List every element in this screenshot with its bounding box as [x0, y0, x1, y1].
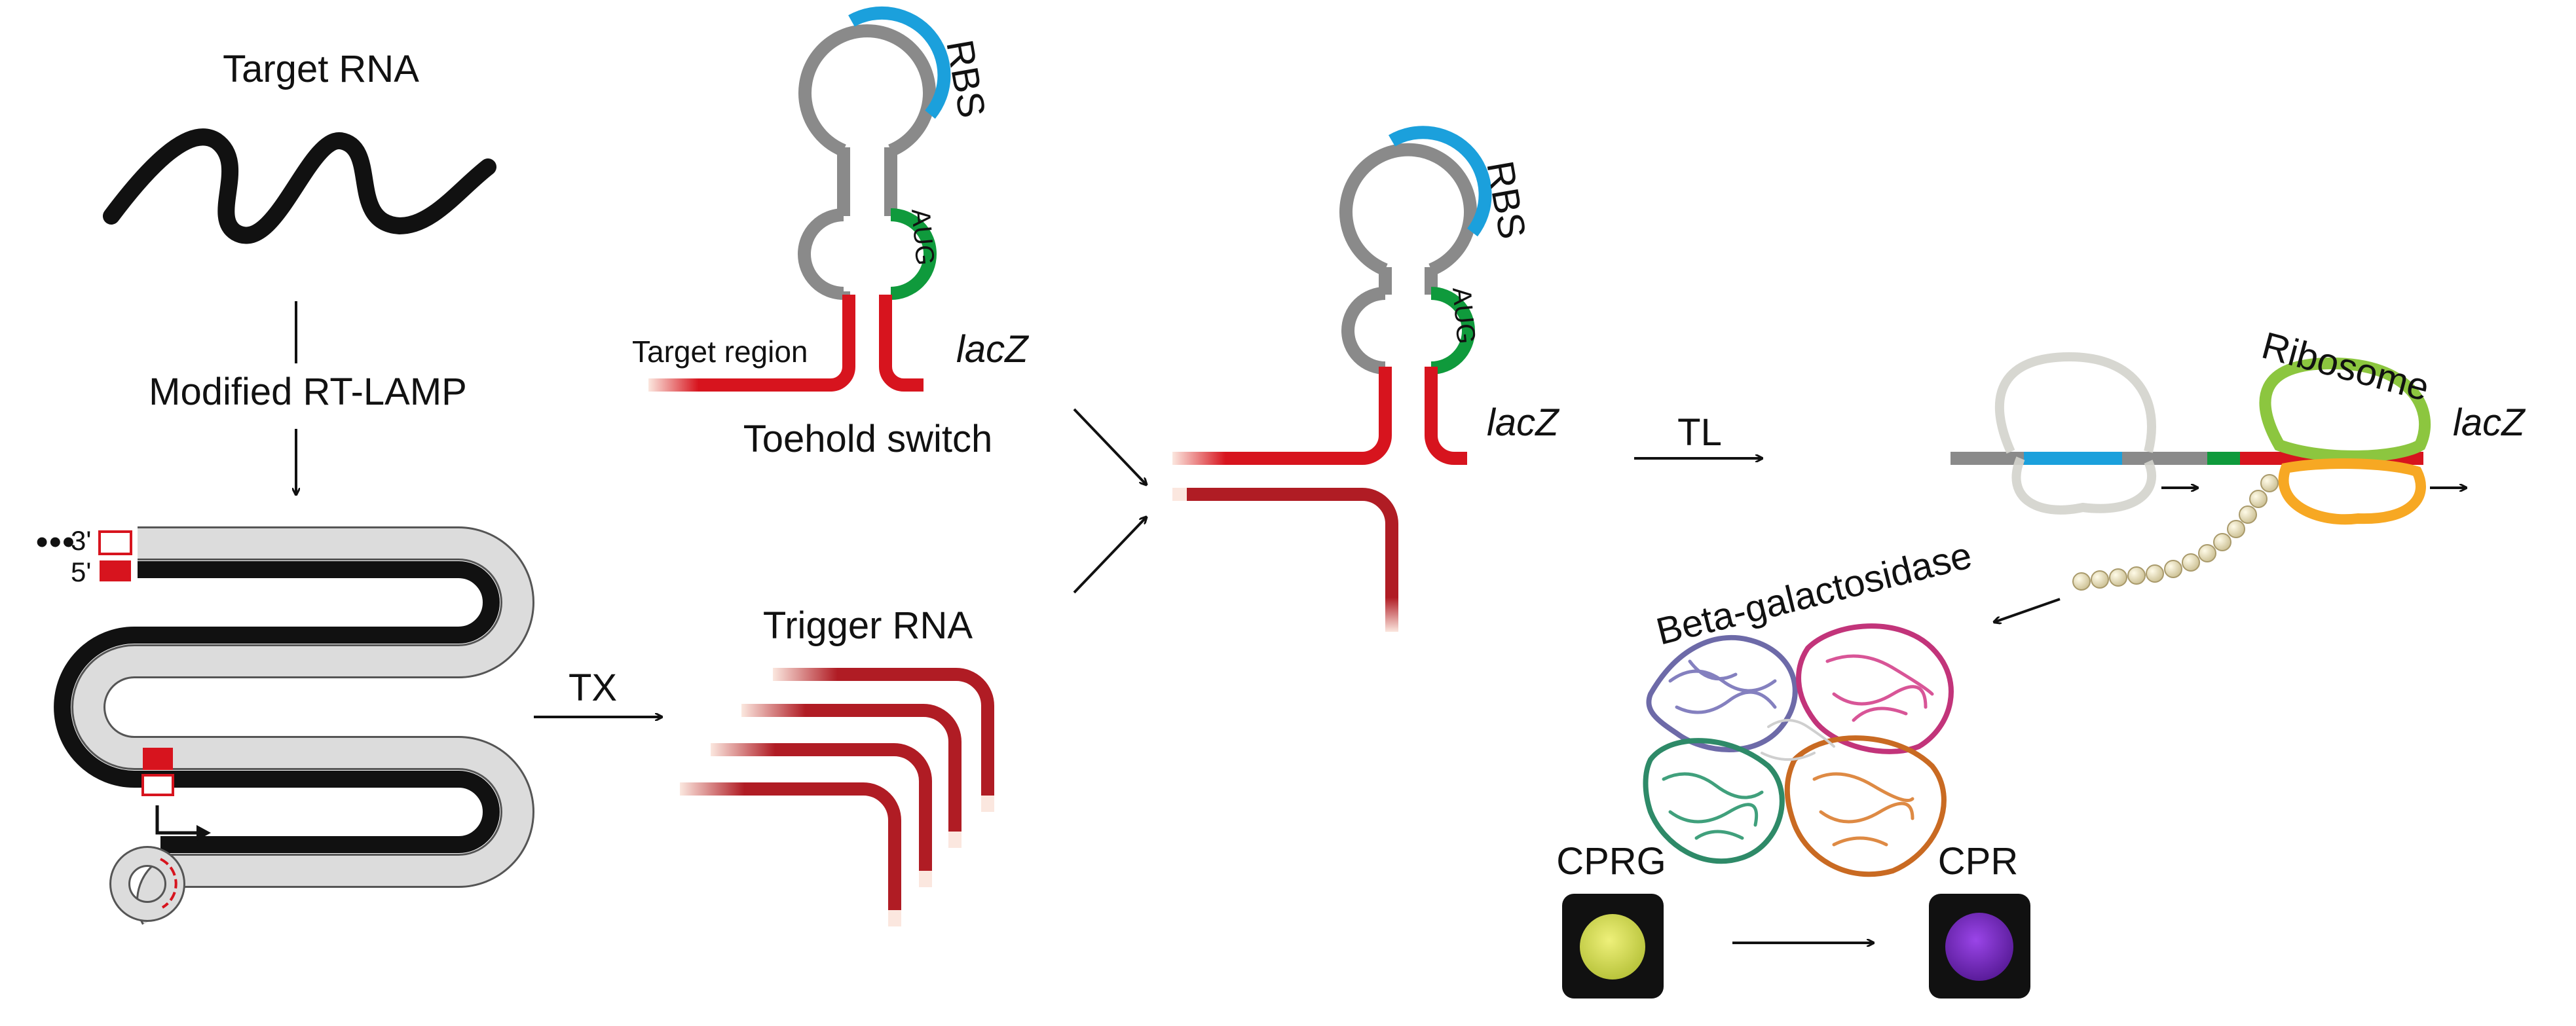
modified-rt-lamp-label: Modified RT-LAMP	[149, 371, 467, 413]
lamp-3prime-box	[98, 530, 132, 555]
arrow-to-enzyme	[1994, 598, 2061, 622]
target-rna-label: Target RNA	[223, 48, 419, 90]
target-rna-strand	[103, 128, 496, 244]
ellipsis-label: •••	[36, 523, 76, 561]
rt-lamp-product	[54, 526, 534, 925]
three-prime-label: 3'	[71, 525, 91, 556]
rbs-label-2: RBS	[1478, 158, 1534, 242]
rbs-label-1: RBS	[938, 37, 994, 121]
five-prime-label: 5'	[71, 557, 91, 587]
translation-complex	[1791, 352, 2548, 525]
arrow-switch-to-complex	[1073, 408, 1146, 485]
ribosome-label: Ribosome	[2258, 324, 2434, 409]
trigger-rna-strands	[680, 668, 994, 923]
arrow-trigger-to-complex	[1073, 517, 1146, 594]
beta-galactosidase-structure	[1643, 623, 1954, 877]
beta-galactosidase-label: Beta-galactosidase	[1652, 534, 1975, 653]
cprg-spot	[1580, 914, 1645, 980]
lamp-5prime-box	[100, 560, 131, 581]
tx-label: TX	[569, 667, 617, 709]
cpr-spot	[1945, 913, 2013, 981]
toehold-switch	[648, 6, 1068, 392]
switch-trigger-complex	[1172, 126, 1598, 632]
cpr-label: CPR	[1938, 840, 2018, 883]
tl-label: TL	[1677, 411, 1722, 454]
lamp-inner-open-box	[141, 774, 174, 796]
target-region-label: Target region	[632, 335, 808, 369]
lacz-label-2: lacZ	[1487, 401, 1560, 444]
lamp-inner-red-box	[143, 748, 173, 770]
cprg-label: CPRG	[1556, 840, 1666, 883]
aug-label-2: AUG	[1447, 286, 1480, 345]
lacz-label-3: lacZ	[2453, 401, 2526, 444]
toehold-switch-label: Toehold switch	[743, 418, 992, 460]
aug-label-1: AUG	[906, 208, 939, 266]
lacz-label-1: lacZ	[956, 328, 1030, 371]
trigger-rna-label: Trigger RNA	[763, 604, 973, 647]
promoter-arrow	[155, 805, 203, 835]
peptide-chain	[2072, 474, 2279, 591]
